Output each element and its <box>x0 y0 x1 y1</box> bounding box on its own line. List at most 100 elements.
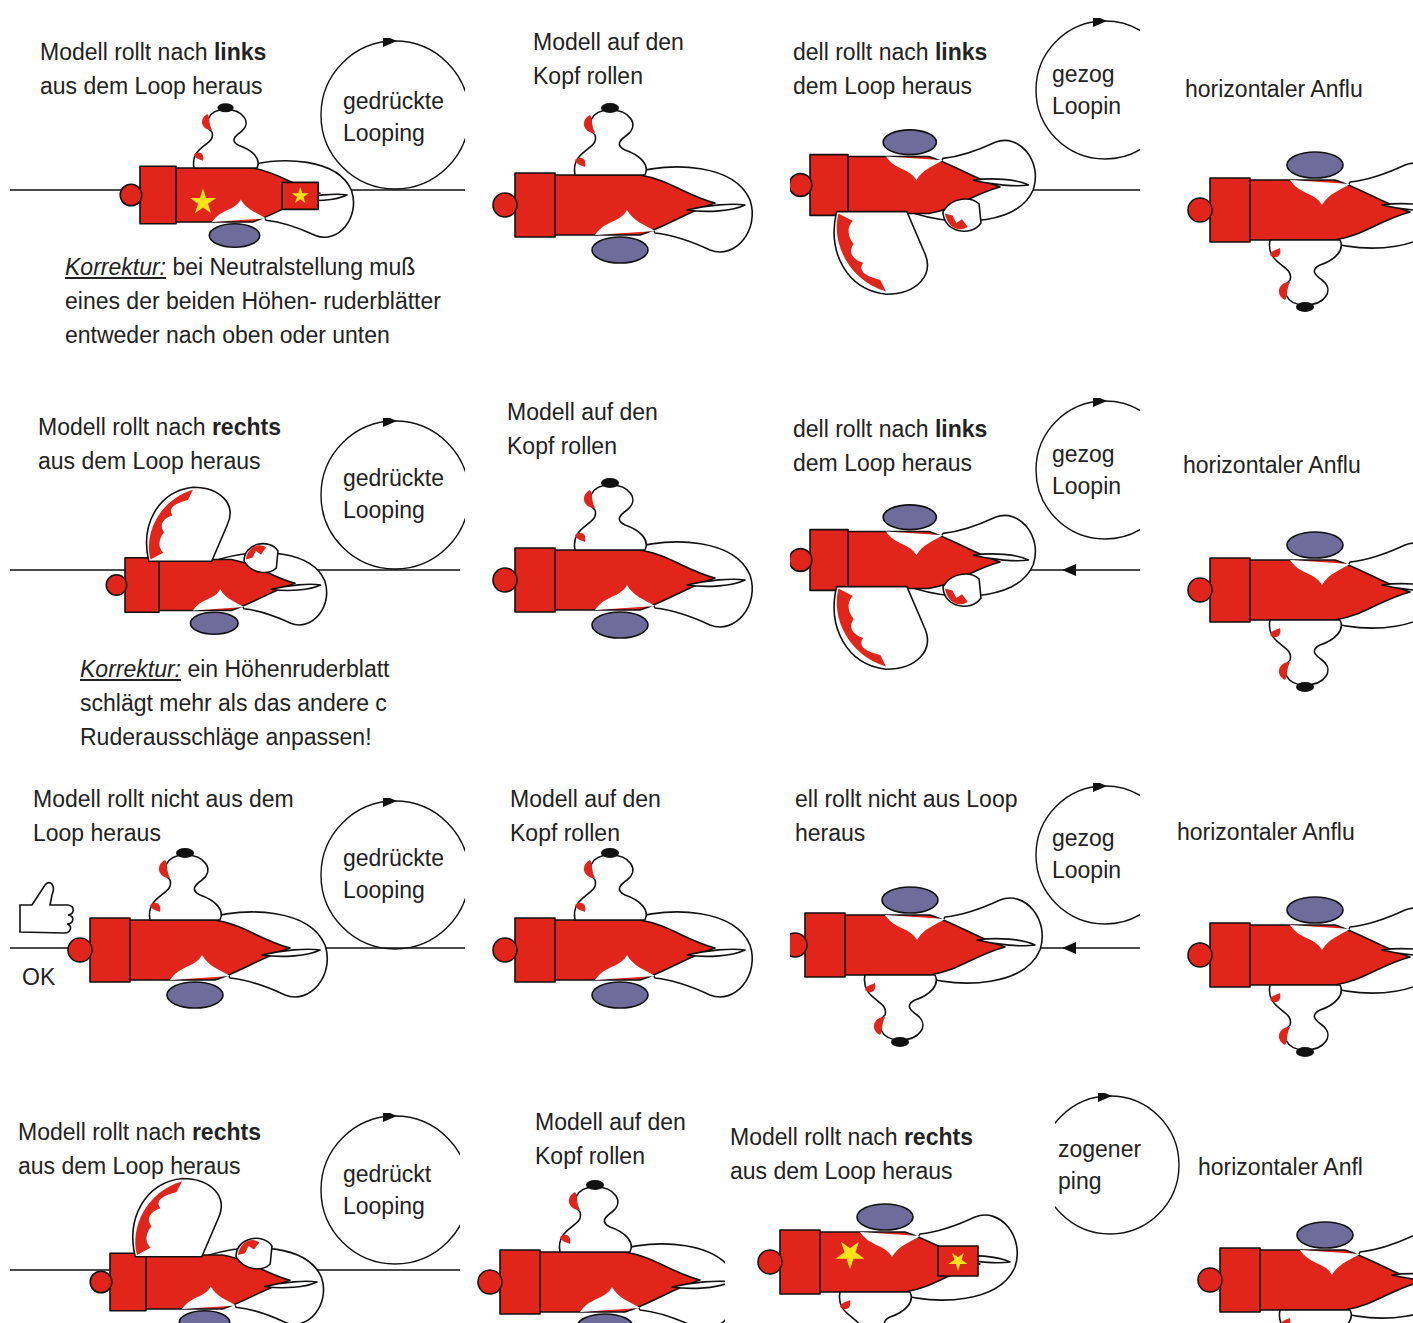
flight-lines <box>10 190 1140 1270</box>
loop-circle: zogener ping <box>1055 1095 1180 1235</box>
note-text: horizontaler Anflu <box>1177 819 1355 845</box>
label-line: Modell rollt nach links <box>40 35 266 69</box>
loop-outline <box>318 418 465 572</box>
loop-circle: gezog Loopin <box>1035 400 1140 540</box>
loop-circle: gedrückt Looping <box>320 1115 460 1265</box>
model-plane <box>1188 897 1413 1057</box>
model-plane <box>790 130 1035 294</box>
model-plane <box>1188 152 1413 312</box>
correction-heading: Korrektur: <box>80 656 181 682</box>
loop-outline <box>318 798 465 952</box>
note-text: Modell rollt nach <box>730 1124 897 1150</box>
note-text: aus dem Loop heraus <box>40 73 263 99</box>
note-text: dell rollt nach <box>793 416 929 442</box>
model-plane <box>758 1204 1017 1323</box>
note-text: horizontaler Anfl <box>1198 1154 1363 1180</box>
loop-label: gedrückt Looping <box>343 1158 458 1222</box>
note-text: links <box>935 39 987 65</box>
panel-clip: zogener ping <box>1055 1090 1180 1323</box>
note-text: rechts <box>212 414 281 440</box>
loop-label: gezog Loopin <box>1052 58 1138 122</box>
note-text: Modell auf den Kopf rollen <box>510 786 661 846</box>
model-plane <box>790 887 1042 1047</box>
note-text: links <box>935 416 987 442</box>
label-line: aus dem Loop heraus <box>38 444 281 478</box>
direction-arrow <box>1062 564 1076 576</box>
note-text: Modell auf den Kopf rollen <box>535 1109 686 1169</box>
label-group: Modell auf den Kopf rollen <box>507 395 697 463</box>
model-plane <box>790 505 1035 669</box>
model-plane <box>1198 1222 1413 1323</box>
loop-label: gezog Loopin <box>1052 438 1138 502</box>
note-text: aus dem Loop heraus <box>730 1158 953 1184</box>
label-line: dem Loop heraus <box>793 69 987 103</box>
label-line: Modell rollt nach rechts <box>18 1115 261 1149</box>
label-group: Modell auf den Kopf rollen <box>535 1105 720 1173</box>
direction-arrow <box>1062 942 1076 954</box>
label-group: ell rollt nicht aus Loop heraus <box>795 782 1033 850</box>
note-text: dem Loop heraus <box>793 450 972 476</box>
note-text: links <box>214 39 266 65</box>
loop-outline <box>1055 1093 1180 1237</box>
label-line: aus dem Loop heraus <box>730 1154 973 1188</box>
label-group: Modell rollt nach rechts aus dem Loop hera… <box>730 1120 973 1188</box>
note-text: rechts <box>192 1119 261 1145</box>
label-line: aus dem Loop heraus <box>40 69 266 103</box>
note-text: Modell auf den Kopf rollen <box>507 399 658 459</box>
loop-label: gedrückte Looping <box>343 842 463 906</box>
note-text: OK <box>22 964 55 990</box>
model-plane <box>493 478 752 638</box>
model-plane <box>90 1179 323 1323</box>
label-group: Modell rollt nach rechts aus dem Loop hera… <box>18 1115 261 1183</box>
correction-heading: Korrektur: <box>65 254 166 280</box>
loop-circle: gedrückte Looping <box>320 40 465 190</box>
loop-label: gedrückte Looping <box>343 462 463 526</box>
note-text: horizontaler Anflu <box>1185 76 1363 102</box>
label-line: dell rollt nachlinks <box>793 412 987 446</box>
model-plane <box>68 848 327 1008</box>
note-text: dem Loop heraus <box>793 73 972 99</box>
label-line: dell rollt nachlinks <box>793 35 987 69</box>
label-group: horizontaler Anflu <box>1177 815 1407 849</box>
note-text: dell rollt nach <box>793 39 929 65</box>
note-text: Modell rollt nach <box>38 414 205 440</box>
label-group: Modell auf den Kopf rollen <box>533 25 723 93</box>
loop-outline <box>318 38 465 192</box>
model-plane <box>493 103 752 263</box>
label-line: Modell rollt nach rechts <box>730 1120 973 1154</box>
note-text: Modell rollt nach <box>40 39 207 65</box>
note-text: Modell rollt nach <box>18 1119 185 1145</box>
model-plane <box>478 1180 725 1323</box>
label-group: Modell rollt nicht aus dem Loop heraus <box>33 782 295 850</box>
model-plane <box>120 103 353 247</box>
label-group: Modell rollt nach rechts aus dem Loop hera… <box>38 410 281 478</box>
label-line: dem Loop heraus <box>793 446 987 480</box>
label-line: aus dem Loop heraus <box>18 1149 261 1183</box>
label-group: dell rollt nachlinks dem Loop heraus <box>793 412 987 480</box>
label-group: horizontaler Anfl <box>1198 1150 1408 1184</box>
loop-circle: gezog Loopin <box>1035 20 1140 160</box>
label-group: Korrektur:bei Neutralstellung muß eines … <box>65 250 460 352</box>
loop-circle: gezog Loopin <box>1035 785 1140 925</box>
label-group: horizontaler Anflu <box>1183 448 1408 482</box>
label-group: Modell rollt nach links aus dem Loop herau… <box>40 35 266 103</box>
label-group: Modell auf den Kopf rollen <box>510 782 700 850</box>
note-text: rechts <box>904 1124 973 1150</box>
loop-label: gezog Loopin <box>1052 822 1138 886</box>
model-plane <box>493 848 752 1008</box>
loop-label: zogener ping <box>1058 1133 1158 1197</box>
thumbs-up-icon <box>20 883 73 933</box>
label-group: dell rollt nachlinks dem Loop heraus <box>793 35 987 103</box>
note-text: Modell rollt nicht aus dem Loop heraus <box>33 786 294 846</box>
model-plane <box>106 487 326 634</box>
note-text: aus dem Loop heraus <box>38 448 261 474</box>
loop-outline <box>1033 18 1140 162</box>
loop-circle: gedrückte Looping <box>320 420 465 570</box>
loop-label: gedrückte Looping <box>343 85 463 149</box>
loop-circle: gedrückte Looping <box>320 800 465 950</box>
loop-outline <box>1033 783 1140 927</box>
model-plane <box>1188 532 1413 692</box>
note-text: horizontaler Anflu <box>1183 452 1361 478</box>
note-text: aus dem Loop heraus <box>18 1153 241 1179</box>
label-line: Modell rollt nach rechts <box>38 410 281 444</box>
